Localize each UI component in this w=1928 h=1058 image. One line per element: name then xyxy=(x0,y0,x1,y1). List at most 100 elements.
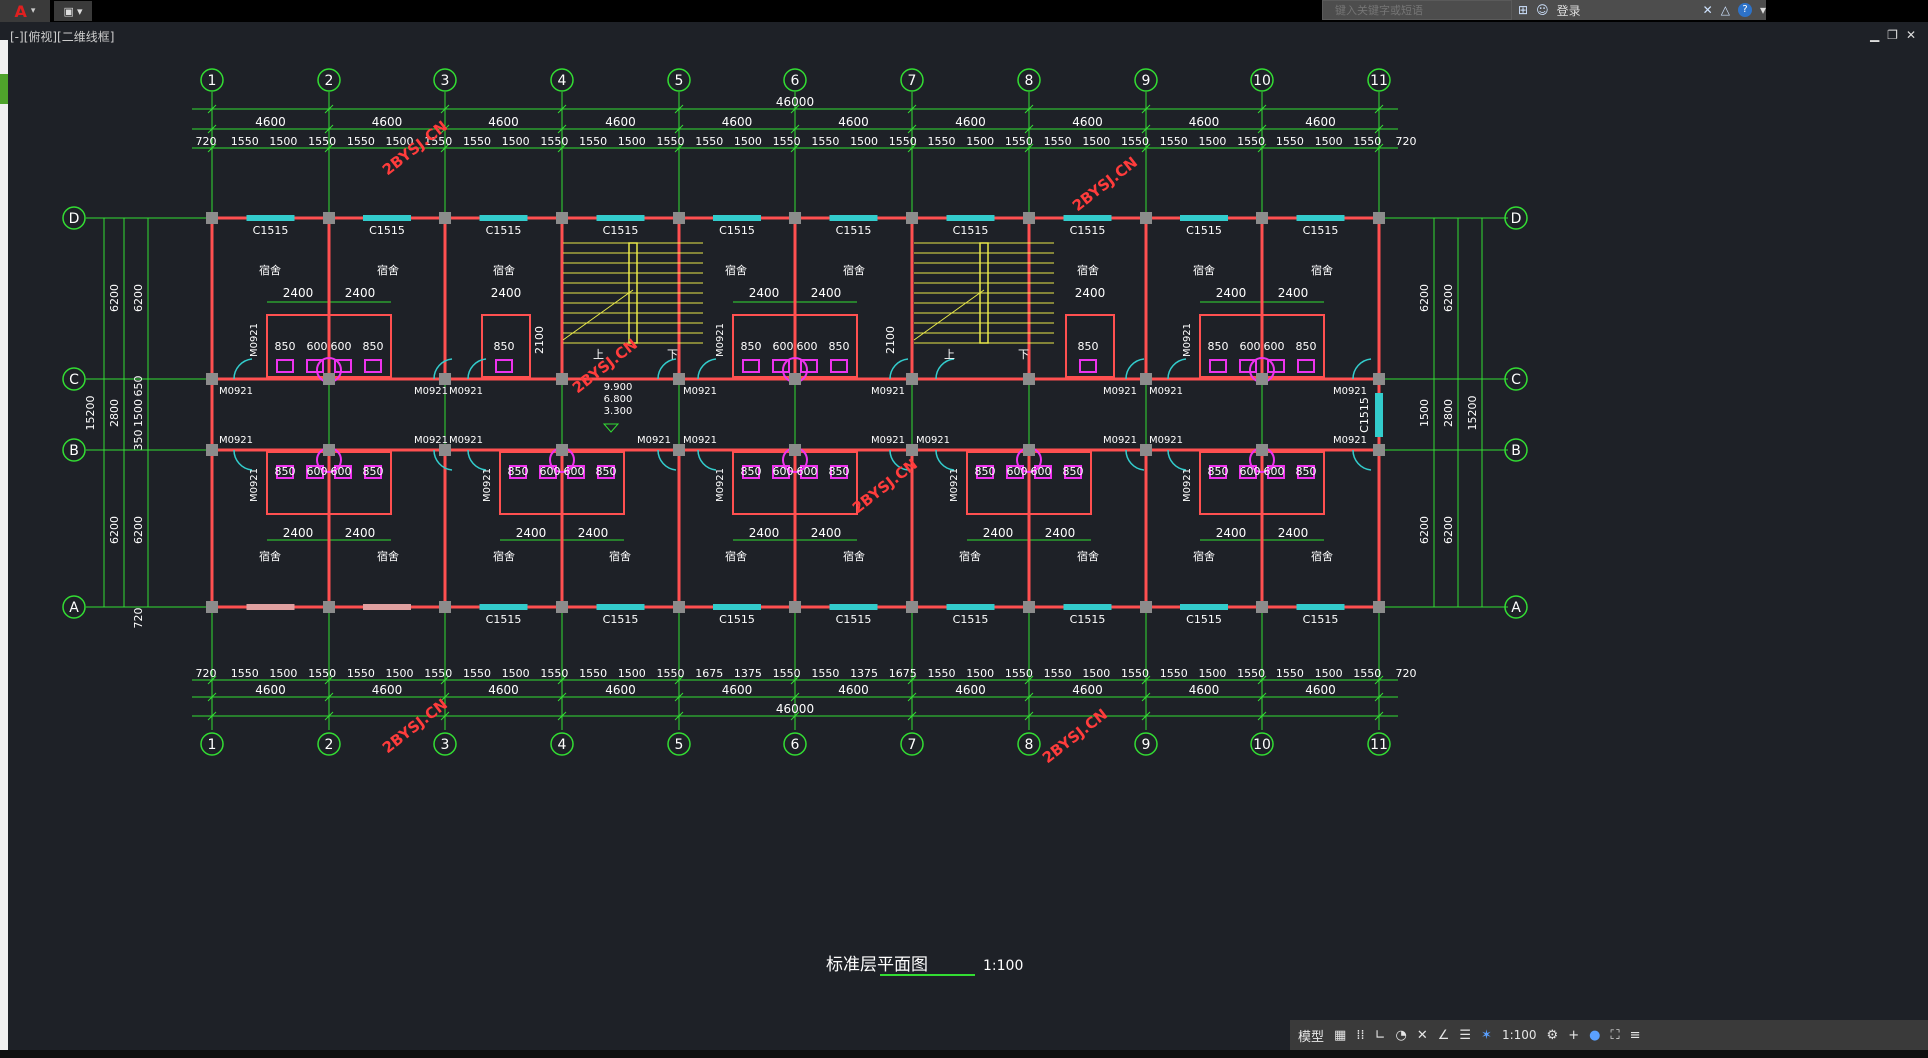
grid-icon[interactable]: ▦ xyxy=(1334,1027,1347,1043)
sub-dimension-bottom: 1500 xyxy=(1315,667,1343,680)
title-bar: A ▾ ▣ ▾ ⊞ ☺ 登录 ✕ △ ? ▾ xyxy=(0,0,1928,22)
exchange-icon[interactable]: ✕ xyxy=(1702,3,1713,17)
application-menu-button[interactable]: A ▾ xyxy=(0,0,50,22)
sub-dimension-top: 1550 xyxy=(811,135,839,148)
elevation-label: 9.900 xyxy=(604,382,633,393)
viewport-controls-label[interactable]: [-][俯视][二维线框] xyxy=(10,30,115,44)
door-label-toilet: M0921 xyxy=(715,323,726,357)
toilet-fixture xyxy=(742,465,760,479)
chevron-down-icon[interactable]: ▾ xyxy=(1759,3,1766,17)
sub-dimension-bottom: 720 xyxy=(196,667,217,680)
axis-number: 4 xyxy=(558,737,567,753)
chevron-down-icon: ▾ xyxy=(76,4,83,18)
search-input[interactable] xyxy=(1333,2,1501,18)
column xyxy=(1373,601,1385,613)
toilet-fixtures xyxy=(233,314,1372,515)
axis-bubble xyxy=(317,68,341,92)
column xyxy=(1023,212,1035,224)
axis-bubble xyxy=(1017,68,1041,92)
polar-icon[interactable]: ◔ xyxy=(1395,1027,1407,1043)
close-icon[interactable]: ✕ xyxy=(1905,28,1916,42)
toilet-fixture xyxy=(509,465,527,479)
osnap-icon[interactable]: ✕ xyxy=(1416,1027,1428,1043)
dimension-tick xyxy=(674,124,684,134)
drawing-scale: 1:100 xyxy=(983,958,1023,974)
column xyxy=(1140,601,1152,613)
search-field[interactable] xyxy=(1322,0,1512,20)
dimension-tick xyxy=(1374,692,1384,702)
toilet-fixture xyxy=(1079,359,1097,373)
snap-icon[interactable]: ⁞⁞ xyxy=(1356,1027,1365,1043)
room-label-north: 宿舍 xyxy=(725,263,747,277)
model-tab[interactable]: 模型 xyxy=(1298,1029,1325,1045)
lineweight-icon[interactable]: ☰ xyxy=(1459,1027,1472,1043)
door-swing-south xyxy=(1167,449,1187,471)
window-label-top: C1515 xyxy=(486,224,522,237)
sub-dimension-top: 1550 xyxy=(231,135,259,148)
window-label-top: C1515 xyxy=(1070,224,1106,237)
bay-dimension-bottom: 4600 xyxy=(1189,683,1220,697)
sub-dimension-top: 1500 xyxy=(269,135,297,148)
menu-icon[interactable]: ≡ xyxy=(1629,1027,1641,1043)
column xyxy=(1256,212,1268,224)
column xyxy=(1023,601,1035,613)
column xyxy=(1373,373,1385,385)
sub-dimension-top: 1550 xyxy=(1044,135,1072,148)
dimension-tick xyxy=(207,143,217,153)
dimension-tick xyxy=(1141,143,1151,153)
toilet-dim-left: 2400 xyxy=(749,286,780,300)
toilet-inner-dim: 600 xyxy=(797,465,818,478)
quick-access-toolbar[interactable]: ▣ ▾ xyxy=(54,1,92,21)
bay-dimension-top: 4600 xyxy=(955,115,986,129)
door-label-toilet: M0921 xyxy=(949,468,960,502)
column xyxy=(789,212,801,224)
fullscreen-icon[interactable]: ⛶ xyxy=(1610,1027,1620,1043)
otrack-icon[interactable]: ∠ xyxy=(1437,1027,1450,1043)
a360-icon[interactable]: △ xyxy=(1720,3,1730,17)
sub-dimension-bottom: 1550 xyxy=(424,667,452,680)
dim-cb-part-2: 1500 xyxy=(132,399,145,427)
sub-dimension-top: 1550 xyxy=(1121,135,1149,148)
axis-number: 8 xyxy=(1025,73,1034,89)
user-icon[interactable]: ☺ xyxy=(1536,3,1549,17)
minimize-icon[interactable]: ▁ xyxy=(1869,28,1880,42)
axis-letter: A xyxy=(1511,600,1521,616)
sub-dimension-bottom: 1500 xyxy=(1082,667,1110,680)
elevation-marker xyxy=(602,423,620,433)
total-dimension-bottom: 46000 xyxy=(776,702,814,716)
door-label-north: M0921 xyxy=(1103,386,1137,397)
axis-bubble xyxy=(433,68,457,92)
axis-bubble xyxy=(317,732,341,756)
axis-bubble xyxy=(900,68,924,92)
gear-icon[interactable]: ⚙ xyxy=(1546,1027,1559,1043)
toilet-inner-dim: 600 xyxy=(307,465,328,478)
toilet-fixture xyxy=(539,465,557,479)
binoculars-icon[interactable]: ⊞ xyxy=(1518,3,1529,17)
restore-icon[interactable]: ❐ xyxy=(1887,28,1898,42)
elevation-label: 6.800 xyxy=(604,394,633,405)
toilet-dim-left: 2400 xyxy=(283,286,314,300)
login-button[interactable]: 登录 xyxy=(1556,3,1581,18)
ortho-icon[interactable]: ∟ xyxy=(1374,1027,1386,1043)
toilet-dim-right: 2400 xyxy=(345,526,376,540)
axis-number: 7 xyxy=(908,73,917,89)
toilet-inner-dim: 600 xyxy=(331,465,352,478)
column xyxy=(1256,444,1268,456)
grid-lines xyxy=(86,92,1508,730)
help-icon[interactable]: ? xyxy=(1737,3,1752,17)
isolate-icon[interactable]: ● xyxy=(1589,1027,1601,1043)
annotation-icon[interactable]: ✶ xyxy=(1481,1027,1492,1043)
sub-dimension-bottom: 1550 xyxy=(657,667,685,680)
sub-dimension-bottom: 1550 xyxy=(1160,667,1188,680)
sub-dimension-top: 1550 xyxy=(889,135,917,148)
plus-icon[interactable]: + xyxy=(1568,1027,1580,1043)
column xyxy=(789,601,801,613)
door-swing-south xyxy=(697,449,717,471)
axis-number: 11 xyxy=(1370,73,1388,89)
drawing-canvas[interactable]: 4600046000460046004600460046004600460046… xyxy=(8,40,1928,1020)
annotation-scale[interactable]: 1:100 xyxy=(1501,1028,1537,1042)
dimension-tick xyxy=(674,104,684,114)
save-icon: ▣ xyxy=(63,4,74,18)
window-top xyxy=(1063,215,1112,221)
